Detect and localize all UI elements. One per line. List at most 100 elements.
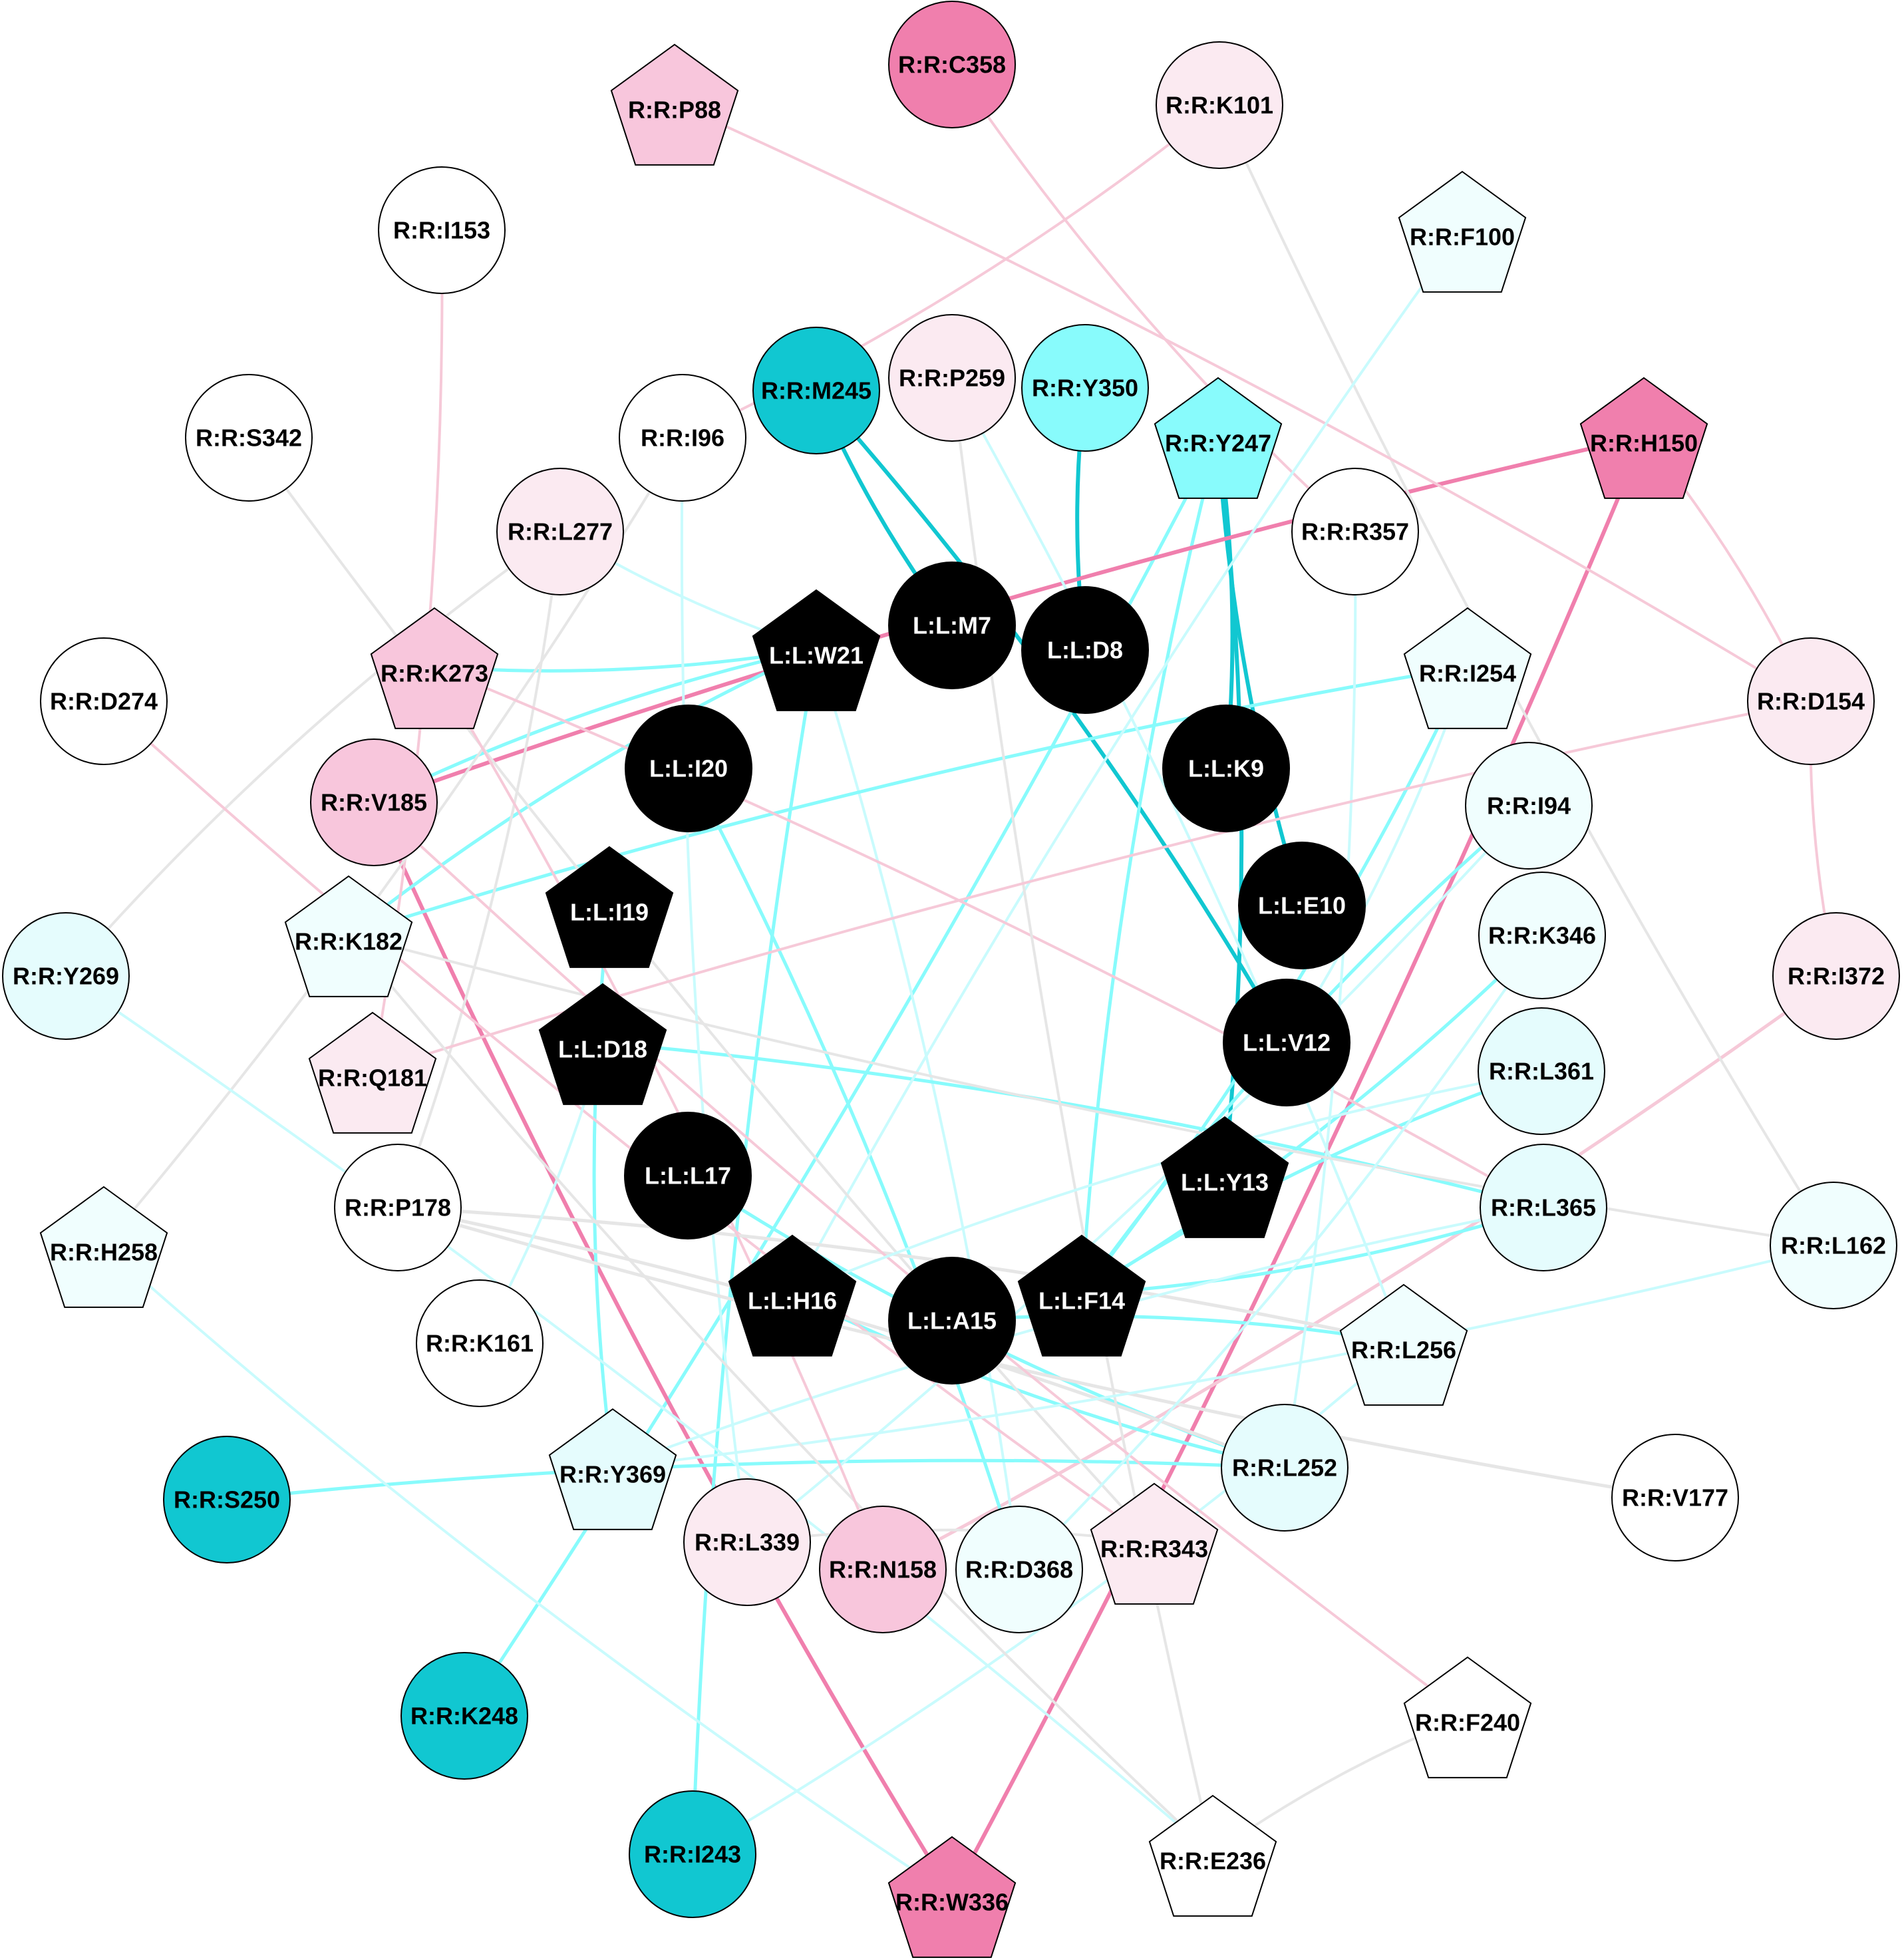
node-label: R:R:K346 — [1488, 922, 1596, 949]
node-circle-shape — [416, 1279, 544, 1407]
node-label: R:R:I243 — [644, 1841, 741, 1868]
node-label: R:R:L256 — [1351, 1337, 1456, 1364]
node-pentagon-shape — [1090, 1482, 1219, 1605]
node-label: R:R:Y247 — [1165, 430, 1271, 457]
node-r-r-l361[interactable]: R:R:L361 — [1478, 1007, 1605, 1135]
node-circle-shape — [163, 1436, 291, 1563]
node-r-r-h150[interactable]: R:R:H150 — [1579, 377, 1708, 499]
node-label: L:L:I19 — [570, 899, 649, 926]
node-r-r-l365[interactable]: R:R:L365 — [1480, 1144, 1607, 1271]
node-label: R:R:R343 — [1100, 1536, 1208, 1563]
node-r-r-p259[interactable]: R:R:P259 — [888, 314, 1016, 442]
node-r-r-k161[interactable]: R:R:K161 — [416, 1279, 544, 1407]
node-r-r-y369[interactable]: R:R:Y369 — [548, 1408, 677, 1530]
node-label: R:R:D154 — [1757, 688, 1865, 715]
node-r-r-r357[interactable]: R:R:R357 — [1291, 468, 1419, 595]
node-label: R:R:W336 — [895, 1889, 1009, 1916]
edge-l-l-f14-to-r-r-k346 — [1080, 933, 1544, 1296]
edge-r-r-y247-to-l-l-f14 — [1080, 434, 1220, 1296]
node-r-r-i153[interactable]: R:R:I153 — [378, 166, 506, 294]
edge-l-l-w21-to-r-r-v185 — [372, 647, 818, 804]
node-r-r-y350[interactable]: R:R:Y350 — [1021, 324, 1149, 452]
node-r-r-v185[interactable]: R:R:V185 — [310, 738, 438, 866]
edge-r-r-d274-to-r-r-r343 — [102, 700, 1156, 1544]
node-label: L:L:E10 — [1258, 892, 1346, 919]
node-r-r-k346[interactable]: R:R:K346 — [1478, 872, 1606, 999]
node-label: R:R:K161 — [426, 1330, 534, 1357]
node-r-r-n158[interactable]: R:R:N158 — [819, 1506, 947, 1633]
node-r-r-y269[interactable]: R:R:Y269 — [2, 912, 130, 1040]
node-r-r-y247[interactable]: R:R:Y247 — [1154, 377, 1283, 499]
node-circle-shape — [334, 1144, 462, 1271]
node-label: R:R:L339 — [695, 1529, 800, 1556]
node-label: R:R:V185 — [321, 789, 427, 816]
node-l-l-e10[interactable]: L:L:E10 — [1238, 842, 1366, 969]
node-label: R:R:D368 — [965, 1556, 1073, 1583]
node-l-l-v12[interactable]: L:L:V12 — [1223, 979, 1350, 1106]
node-r-r-k101[interactable]: R:R:K101 — [1156, 41, 1283, 169]
node-r-r-s250[interactable]: R:R:S250 — [163, 1436, 291, 1563]
node-r-r-i96[interactable]: R:R:I96 — [619, 374, 746, 502]
node-r-r-i254[interactable]: R:R:I254 — [1403, 607, 1532, 729]
node-l-l-i20[interactable]: L:L:I20 — [625, 705, 752, 832]
node-r-r-d368[interactable]: R:R:D368 — [955, 1506, 1083, 1633]
node-r-r-k182[interactable]: R:R:K182 — [284, 875, 413, 997]
node-r-r-i243[interactable]: R:R:I243 — [629, 1790, 756, 1918]
node-r-r-q181[interactable]: R:R:Q181 — [308, 1011, 437, 1134]
node-r-r-k273[interactable]: R:R:K273 — [370, 607, 499, 729]
node-l-l-d8[interactable]: L:L:D8 — [1021, 586, 1149, 714]
node-label: R:R:Y369 — [559, 1461, 666, 1488]
node-label: R:R:K101 — [1166, 92, 1273, 119]
node-r-r-i372[interactable]: R:R:I372 — [1772, 912, 1900, 1040]
node-r-r-c358[interactable]: R:R:C358 — [888, 1, 1016, 128]
node-l-l-f14[interactable]: L:L:F14 — [1017, 1234, 1146, 1357]
node-l-l-m7[interactable]: L:L:M7 — [888, 562, 1016, 689]
node-circle-shape — [955, 1506, 1083, 1633]
edge-r-r-i94-to-r-r-l339 — [746, 804, 1530, 1544]
node-r-r-e236[interactable]: R:R:E236 — [1148, 1794, 1277, 1917]
node-r-r-d274[interactable]: R:R:D274 — [40, 637, 168, 765]
node-pentagon-shape — [545, 846, 674, 968]
node-l-l-a15[interactable]: L:L:A15 — [888, 1257, 1016, 1385]
node-label: R:R:I254 — [1419, 660, 1516, 687]
edge-r-r-p178-to-r-r-l256 — [396, 1206, 1406, 1345]
node-r-r-h258[interactable]: R:R:H258 — [39, 1186, 168, 1308]
node-r-r-l252[interactable]: R:R:L252 — [1221, 1404, 1349, 1532]
node-r-r-l256[interactable]: R:R:L256 — [1339, 1283, 1468, 1406]
node-r-r-f100[interactable]: R:R:F100 — [1398, 170, 1527, 293]
node-l-l-k9[interactable]: L:L:K9 — [1162, 705, 1290, 832]
node-pentagon-shape — [538, 983, 667, 1105]
node-circle-shape — [378, 166, 506, 294]
node-circle-shape — [1221, 1404, 1349, 1532]
node-r-r-f240[interactable]: R:R:F240 — [1403, 1656, 1532, 1778]
node-label: R:R:K182 — [295, 928, 402, 955]
node-r-r-l339[interactable]: R:R:L339 — [683, 1478, 811, 1606]
node-l-l-w21[interactable]: L:L:W21 — [752, 589, 881, 711]
node-r-r-p178[interactable]: R:R:P178 — [334, 1144, 462, 1271]
node-r-r-w336[interactable]: R:R:W336 — [887, 1836, 1017, 1958]
node-label: R:R:C358 — [898, 51, 1006, 79]
node-r-r-s342[interactable]: R:R:S342 — [185, 374, 313, 502]
node-r-r-k248[interactable]: R:R:K248 — [400, 1652, 528, 1780]
node-r-r-i94[interactable]: R:R:I94 — [1465, 742, 1593, 870]
node-l-l-y13[interactable]: L:L:Y13 — [1160, 1116, 1289, 1238]
node-label: R:R:E236 — [1160, 1848, 1266, 1875]
node-l-l-i19[interactable]: L:L:I19 — [545, 846, 674, 968]
node-r-r-m245[interactable]: R:R:M245 — [752, 327, 880, 454]
node-r-r-l162[interactable]: R:R:L162 — [1770, 1182, 1897, 1309]
node-l-l-l17[interactable]: L:L:L17 — [624, 1112, 752, 1239]
node-label: R:R:I96 — [641, 424, 724, 452]
node-l-l-h16[interactable]: L:L:H16 — [728, 1234, 857, 1357]
node-circle-shape — [752, 327, 880, 454]
node-circle-shape — [1021, 324, 1149, 452]
node-r-r-r343[interactable]: R:R:R343 — [1090, 1482, 1219, 1605]
node-circle-shape — [629, 1790, 756, 1918]
node-r-r-p88[interactable]: R:R:P88 — [610, 43, 739, 166]
node-l-l-d18[interactable]: L:L:D18 — [538, 983, 667, 1105]
node-circle-shape — [888, 562, 1016, 689]
node-r-r-d154[interactable]: R:R:D154 — [1747, 637, 1875, 765]
node-label: L:L:L17 — [645, 1162, 731, 1190]
node-r-r-l277[interactable]: R:R:L277 — [496, 468, 624, 595]
node-label: R:R:V177 — [1622, 1484, 1728, 1512]
node-r-r-v177[interactable]: R:R:V177 — [1611, 1434, 1739, 1561]
